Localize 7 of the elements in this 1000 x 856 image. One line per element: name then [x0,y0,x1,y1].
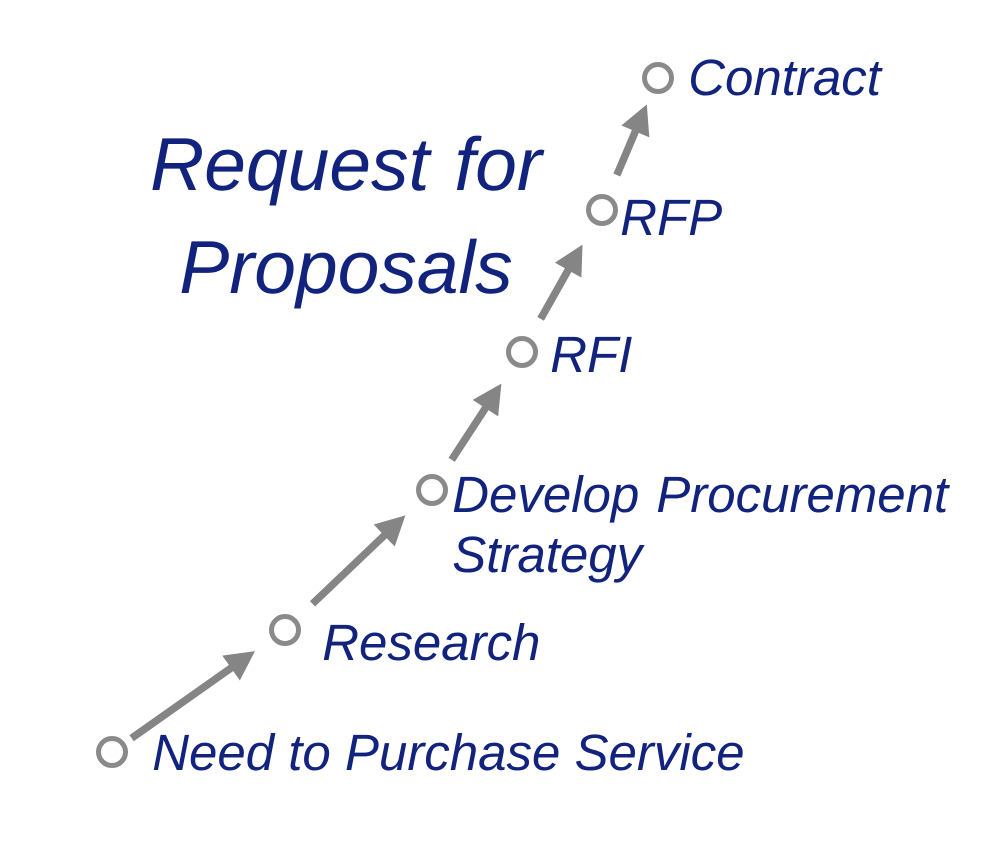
step-label: Need to Purchase Service [154,733,743,771]
step-label: Develop Procurement Strategy [454,475,950,583]
title: Request for Proposals [152,136,544,309]
step-label: RFI [552,336,632,372]
step-label: Contract [691,59,883,96]
step-label: RFP [622,200,722,235]
step-label: Research [324,623,538,660]
